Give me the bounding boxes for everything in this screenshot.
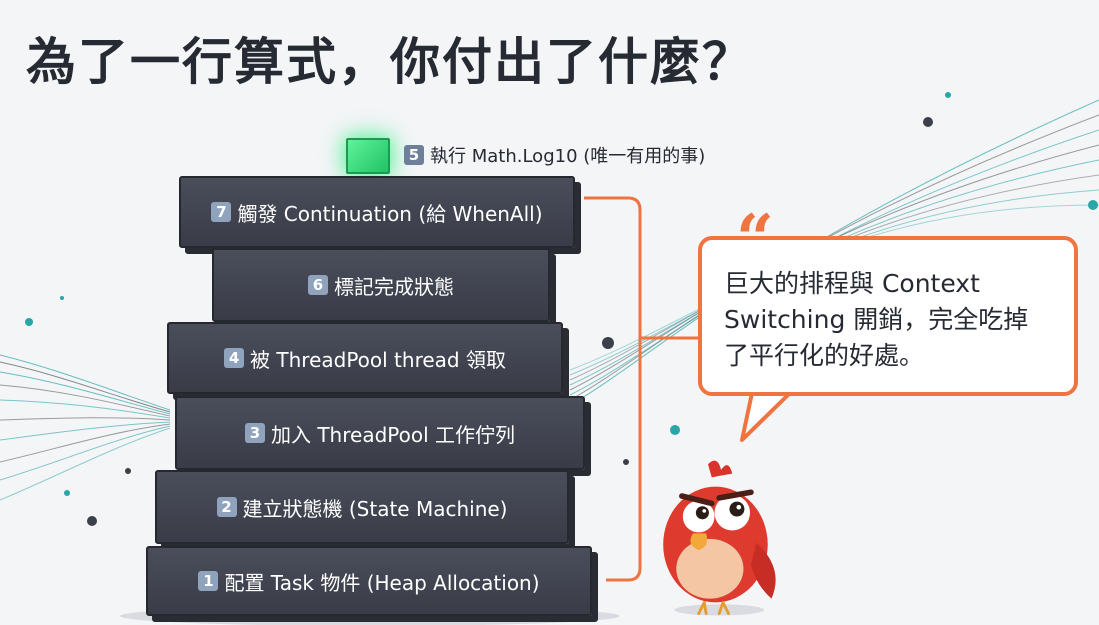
callout-line-2: Switching 開銷，完全吃掉	[724, 305, 1029, 334]
callout-line-1: 巨大的排程與 Context	[724, 269, 980, 298]
step-1-block: 1 配置 Task 物件 (Heap Allocation)	[146, 546, 592, 616]
callout-line-3: 了平行化的好處。	[724, 341, 925, 370]
glowing-cube-icon	[346, 138, 390, 174]
page-title: 為了一行算式，你付出了什麼？	[26, 33, 754, 91]
step-number-badge: 3	[244, 423, 265, 443]
step-number-badge: 6	[308, 275, 328, 295]
step-text: 配置 Task 物件 (Heap Allocation)	[224, 570, 540, 595]
step-2-block: 2 建立狀態機 (State Machine)	[155, 470, 569, 544]
step-text: 執行 Math.Log10 (唯一有用的事)	[430, 146, 706, 167]
step-text: 加入 ThreadPool 工作佇列	[270, 422, 516, 447]
step-text: 標記完成狀態	[334, 274, 454, 299]
step-text: 建立狀態機 (State Machine)	[242, 496, 508, 521]
step-text: 被 ThreadPool thread 領取	[250, 347, 506, 372]
step-number-badge: 1	[198, 571, 219, 591]
step-number-badge: 4	[224, 348, 245, 368]
step-number-badge: 5	[404, 145, 424, 165]
step-7-block: 7 觸發 Continuation (給 WhenAll)	[179, 176, 575, 248]
step-number-badge: 7	[211, 202, 232, 222]
step-6-block: 6 標記完成狀態	[212, 248, 550, 322]
red-bird-mascot-icon	[663, 460, 776, 616]
step-3-block: 3 加入 ThreadPool 工作佇列	[175, 396, 585, 470]
step-text: 觸發 Continuation (給 WhenAll)	[237, 201, 543, 226]
callout-bubble: 巨大的排程與 Context Switching 開銷，完全吃掉 了平行化的好處…	[698, 236, 1078, 396]
step-number-badge: 2	[216, 497, 237, 517]
quote-mark-icon: “	[736, 200, 774, 278]
step-5-label: 5 執行 Math.Log10 (唯一有用的事)	[404, 142, 705, 168]
step-4-block: 4 被 ThreadPool thread 領取	[167, 322, 563, 394]
